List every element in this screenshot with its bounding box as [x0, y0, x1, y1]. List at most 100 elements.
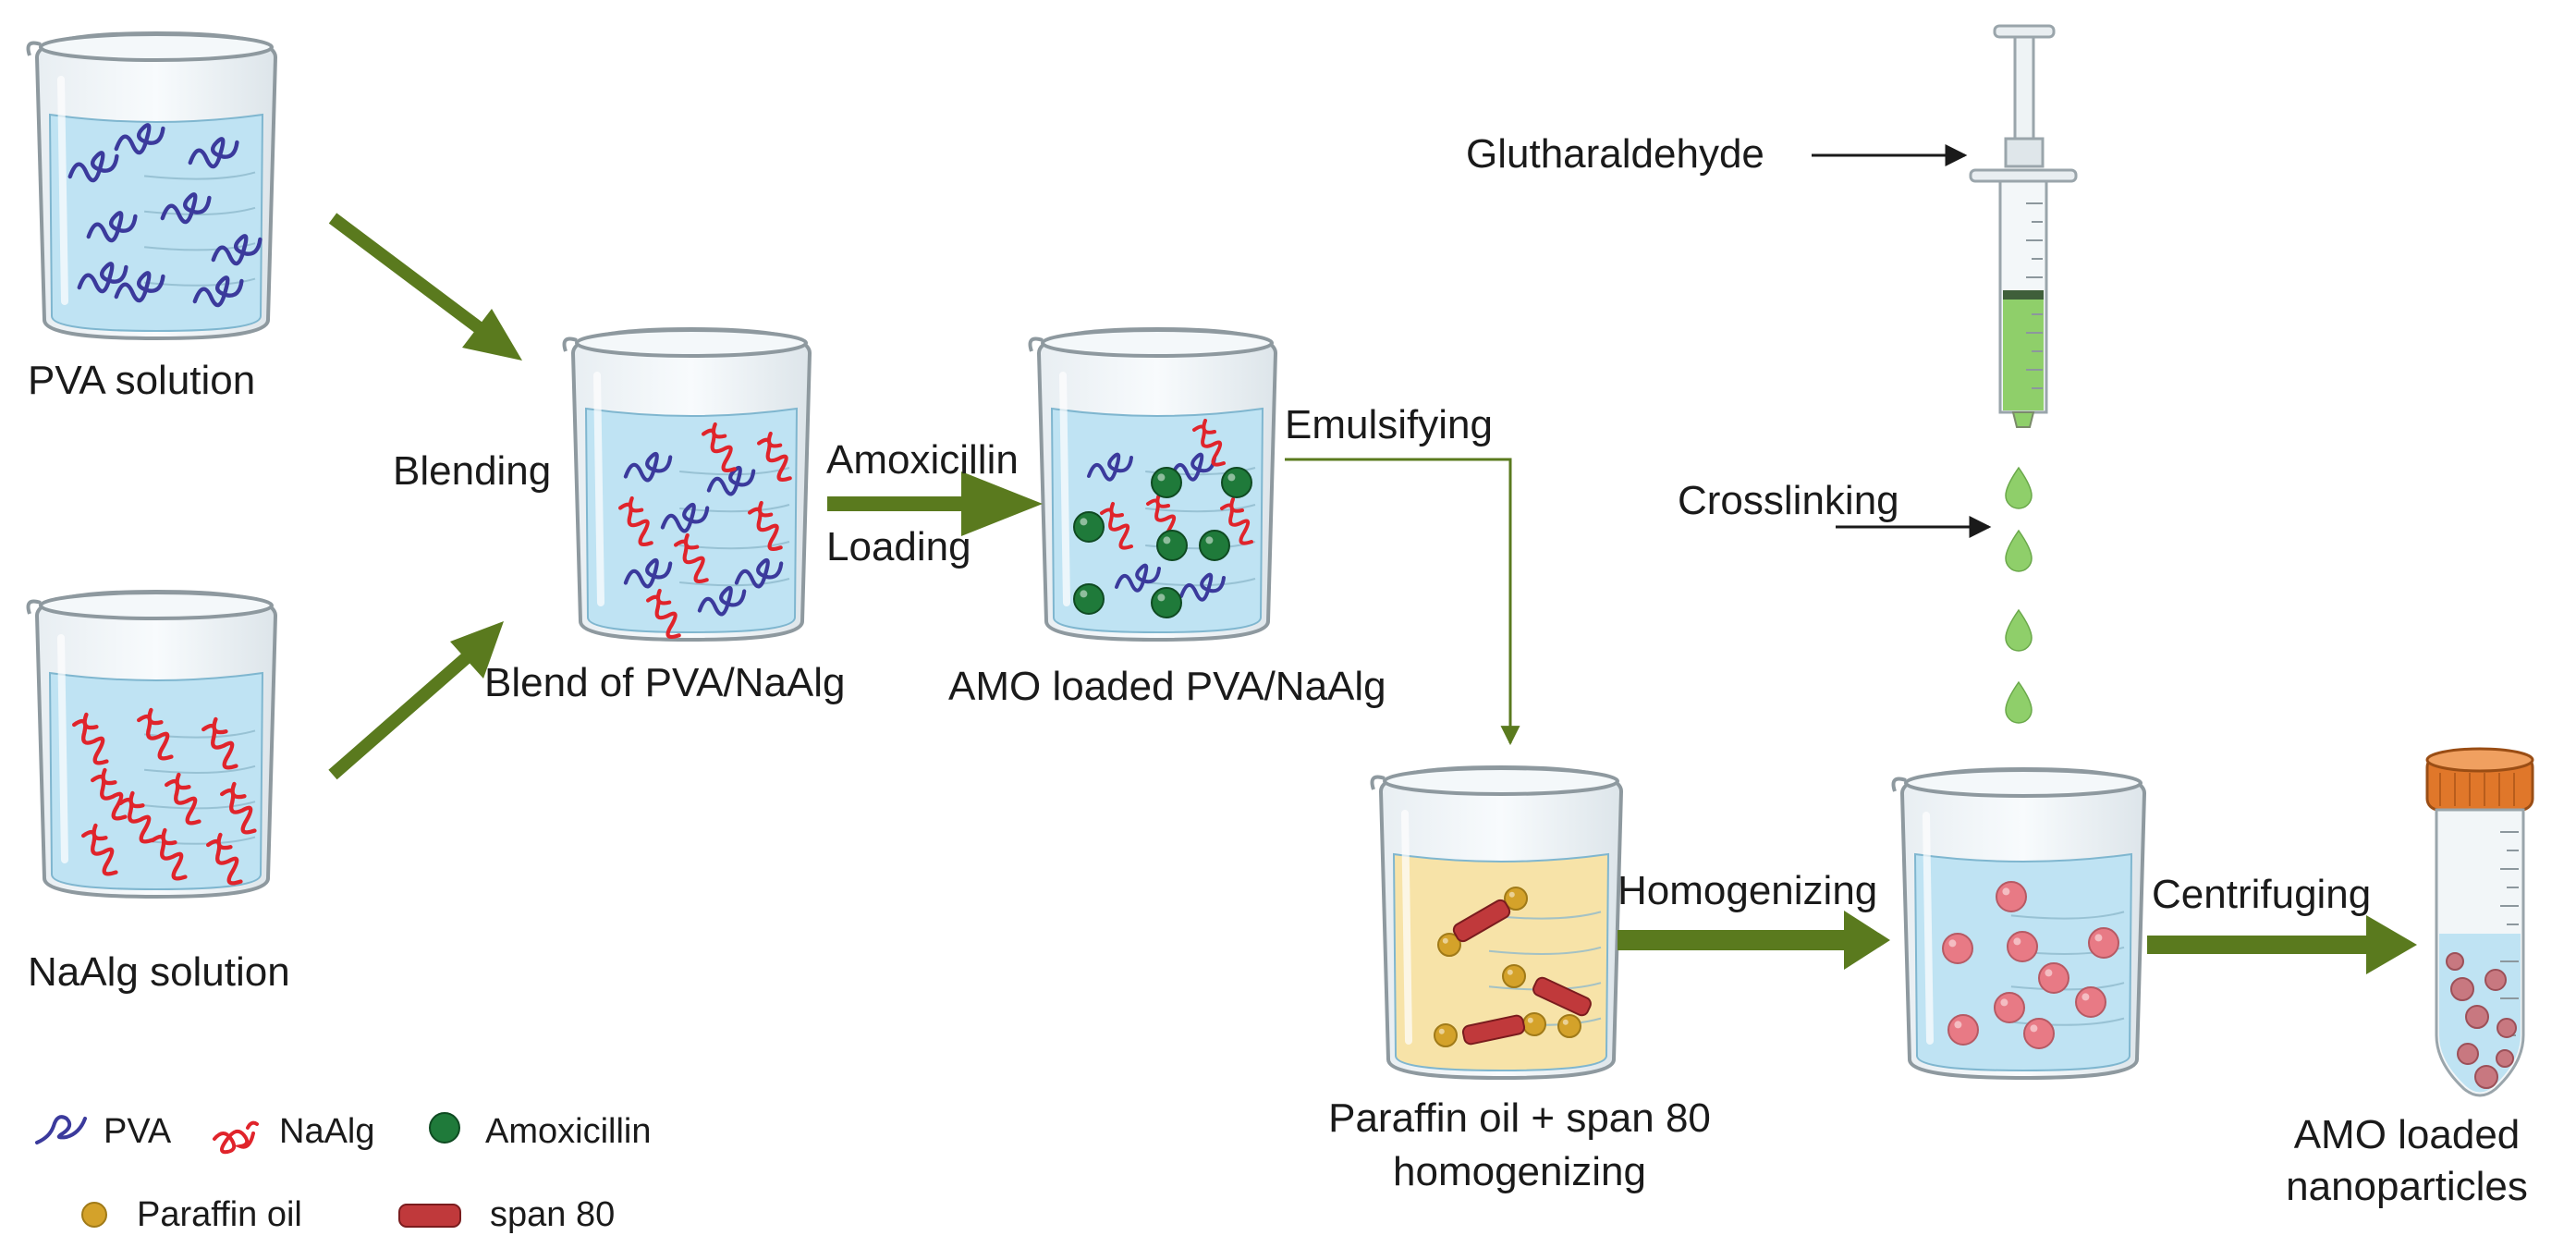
amoxicillin-sphere [1156, 530, 1188, 561]
span80-rod-icon [398, 1204, 461, 1228]
naalg-chain [674, 532, 709, 584]
paraffin-oil-dot [1434, 1023, 1458, 1047]
naalg-chain [91, 767, 128, 821]
pva-chain [660, 502, 710, 533]
naalg-chain [117, 790, 155, 844]
pva-chain [697, 585, 747, 617]
drop-icon [2005, 680, 2033, 724]
naalg-chain [1100, 502, 1133, 550]
centrifuge-tube-icon [2425, 747, 2534, 1097]
paraffin-oil-dot [1557, 1014, 1581, 1038]
pva-chain [1087, 452, 1133, 482]
naalg-chain [1192, 419, 1226, 467]
naalg-chain [757, 431, 792, 483]
drop-icon [2005, 529, 2033, 572]
beaker-liquid [48, 113, 264, 333]
beaker-rim [1041, 328, 1274, 358]
paraffin-oil-beaker [1370, 765, 1624, 1081]
naalg-chain [748, 500, 783, 552]
beaker-rim [575, 328, 808, 358]
paraffin-oil-dot-icon [81, 1202, 107, 1228]
arrow-pva-to-blend [328, 213, 522, 361]
naalg-chain [201, 716, 238, 770]
nanoparticle [1942, 933, 1973, 964]
naalg-chain-icon [213, 1120, 259, 1155]
blending-label: Blending [393, 448, 551, 494]
pva-chain [192, 275, 244, 308]
drop-icon [2005, 608, 2033, 652]
naalg-chain [151, 827, 188, 881]
arrow-homogenizing [1618, 911, 1890, 970]
pva-solution-label: PVA solution [28, 358, 255, 403]
beaker-liquid [1392, 852, 1610, 1072]
beaker-rim [1383, 766, 1619, 796]
amoxicillin-sphere [1221, 467, 1252, 498]
amoxicillin-sphere [1199, 530, 1230, 561]
nanoparticle [2088, 927, 2119, 959]
pva-chain [1170, 452, 1216, 482]
nanoparticle [1996, 881, 2027, 912]
amoxicillin-label: Amoxicillin [826, 437, 1019, 483]
naalg-solution-beaker [26, 589, 278, 899]
drop-icon [2005, 466, 2033, 509]
naalg-chain [72, 712, 109, 765]
loading-label: Loading [826, 524, 971, 569]
paraffin-label-line2: homogenizing [1393, 1149, 1646, 1194]
beaker-rim [39, 32, 274, 62]
legend-pva-label: PVA [104, 1112, 172, 1151]
pva-chain [623, 557, 673, 589]
pva-chain [114, 123, 165, 155]
amoxicillin-sphere [1073, 511, 1105, 543]
naalg-chain [646, 588, 681, 640]
paraffin-label-line1: Paraffin oil + span 80 [1328, 1095, 1711, 1141]
legend-naalg-label: NaAlg [279, 1112, 375, 1151]
glutaraldehyde-drops [2005, 466, 2033, 724]
naalg-chain [165, 772, 201, 826]
beaker-rim [39, 591, 274, 620]
glutaraldehyde-label: Glutharaldehyde [1466, 131, 1764, 177]
emulsifying-label: Emulsifying [1285, 402, 1493, 447]
arrow-centrifuging [2147, 915, 2417, 974]
amo-loaded-label: AMO loaded PVA/NaAlg [948, 664, 1386, 709]
pva-chain [160, 192, 212, 225]
naalg-chain [702, 422, 737, 473]
pva-chain [114, 271, 165, 303]
nanoparticle [2038, 962, 2069, 994]
pva-chain-icon [35, 1115, 87, 1144]
centrifuging-label: Centrifuging [2152, 872, 2371, 917]
nanoparticle [1994, 992, 2025, 1023]
naalg-chain [220, 781, 257, 835]
pva-solution-beaker [26, 31, 278, 341]
pva-chain [623, 451, 673, 483]
pva-chain [211, 234, 262, 266]
naalg-chain [206, 832, 243, 886]
crosslinking-label: Crosslinking [1678, 478, 1899, 523]
span80-rod [1532, 976, 1592, 1017]
homogenizing-label: Homogenizing [1618, 868, 1877, 913]
naalg-chain [81, 823, 118, 876]
pva-chain [188, 137, 239, 169]
paraffin-oil-dot [1502, 964, 1526, 988]
nanoparticle [2023, 1018, 2055, 1049]
pva-chain [67, 151, 119, 183]
naalg-solution-label: NaAlg solution [28, 949, 290, 995]
naalg-chain [137, 707, 174, 761]
pva-chain [77, 262, 128, 294]
pva-chain [86, 211, 138, 243]
process-arrows [328, 144, 2417, 974]
naalg-chain [618, 495, 653, 547]
syringe-icon [1969, 24, 2078, 428]
amo-loaded-beaker [1028, 326, 1278, 642]
legend-amoxicillin-label: Amoxicillin [485, 1112, 651, 1151]
pva-chain [706, 465, 756, 496]
legend-paraffin-label: Paraffin oil [137, 1195, 302, 1234]
paraffin-oil-dot [1522, 1012, 1546, 1036]
beaker-rim [1904, 768, 2143, 798]
nanoparticle [2007, 931, 2038, 962]
nanoparticle [2075, 986, 2106, 1018]
pva-chain [734, 557, 784, 589]
legend: PVA NaAlg Amoxicillin Paraffin oil span … [35, 1112, 651, 1234]
arrow-loading [827, 471, 1043, 536]
arrow-emulsifying [1285, 458, 1520, 746]
